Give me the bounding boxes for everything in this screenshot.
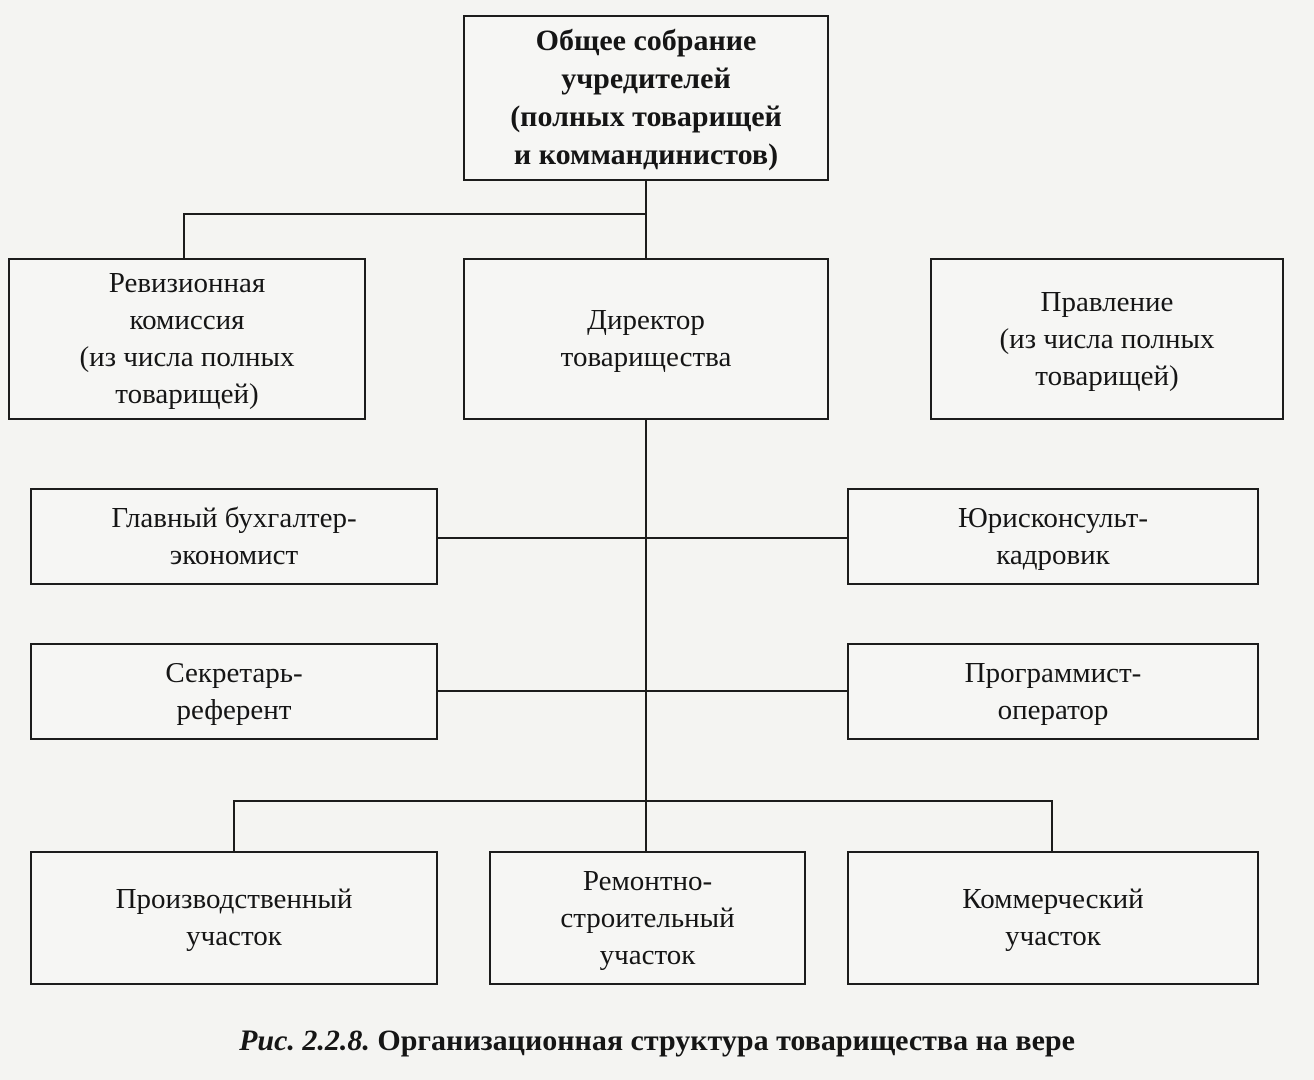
node-chief-accountant: Главный бухгалтер- экономист <box>30 488 438 585</box>
node-secretary: Секретарь- референт <box>30 643 438 740</box>
connector-units-horizontal <box>233 800 1053 802</box>
node-commercial: Коммерческий участок <box>847 851 1259 985</box>
connector-audit-drop <box>183 213 185 260</box>
node-audit-commission: Ревизионная комиссия (из числа полных то… <box>8 258 366 420</box>
node-legal-hr: Юрисконсульт- кадровик <box>847 488 1259 585</box>
node-programmer: Программист- оператор <box>847 643 1259 740</box>
node-production: Производственный участок <box>30 851 438 985</box>
connector-top-horizontal <box>183 213 647 215</box>
node-board: Правление (из числа полных товарищей) <box>930 258 1284 420</box>
figure-number: Рис. 2.2.8. <box>239 1024 370 1057</box>
figure-title: Организационная структура товарищества н… <box>377 1024 1075 1057</box>
node-repair: Ремонтно- строительный участок <box>489 851 806 985</box>
node-general-meeting: Общее собрание учредителей (полных товар… <box>463 15 829 181</box>
connector-meeting-down <box>645 180 647 260</box>
connector-director-trunk <box>645 419 647 853</box>
node-director: Директор товарищества <box>463 258 829 420</box>
connector-commercial-drop <box>1051 800 1053 853</box>
figure-caption: Рис. 2.2.8. Организационная структура то… <box>0 1024 1314 1058</box>
connector-staff-row1 <box>437 537 848 539</box>
connector-staff-row2 <box>437 690 848 692</box>
connector-production-drop <box>233 800 235 853</box>
